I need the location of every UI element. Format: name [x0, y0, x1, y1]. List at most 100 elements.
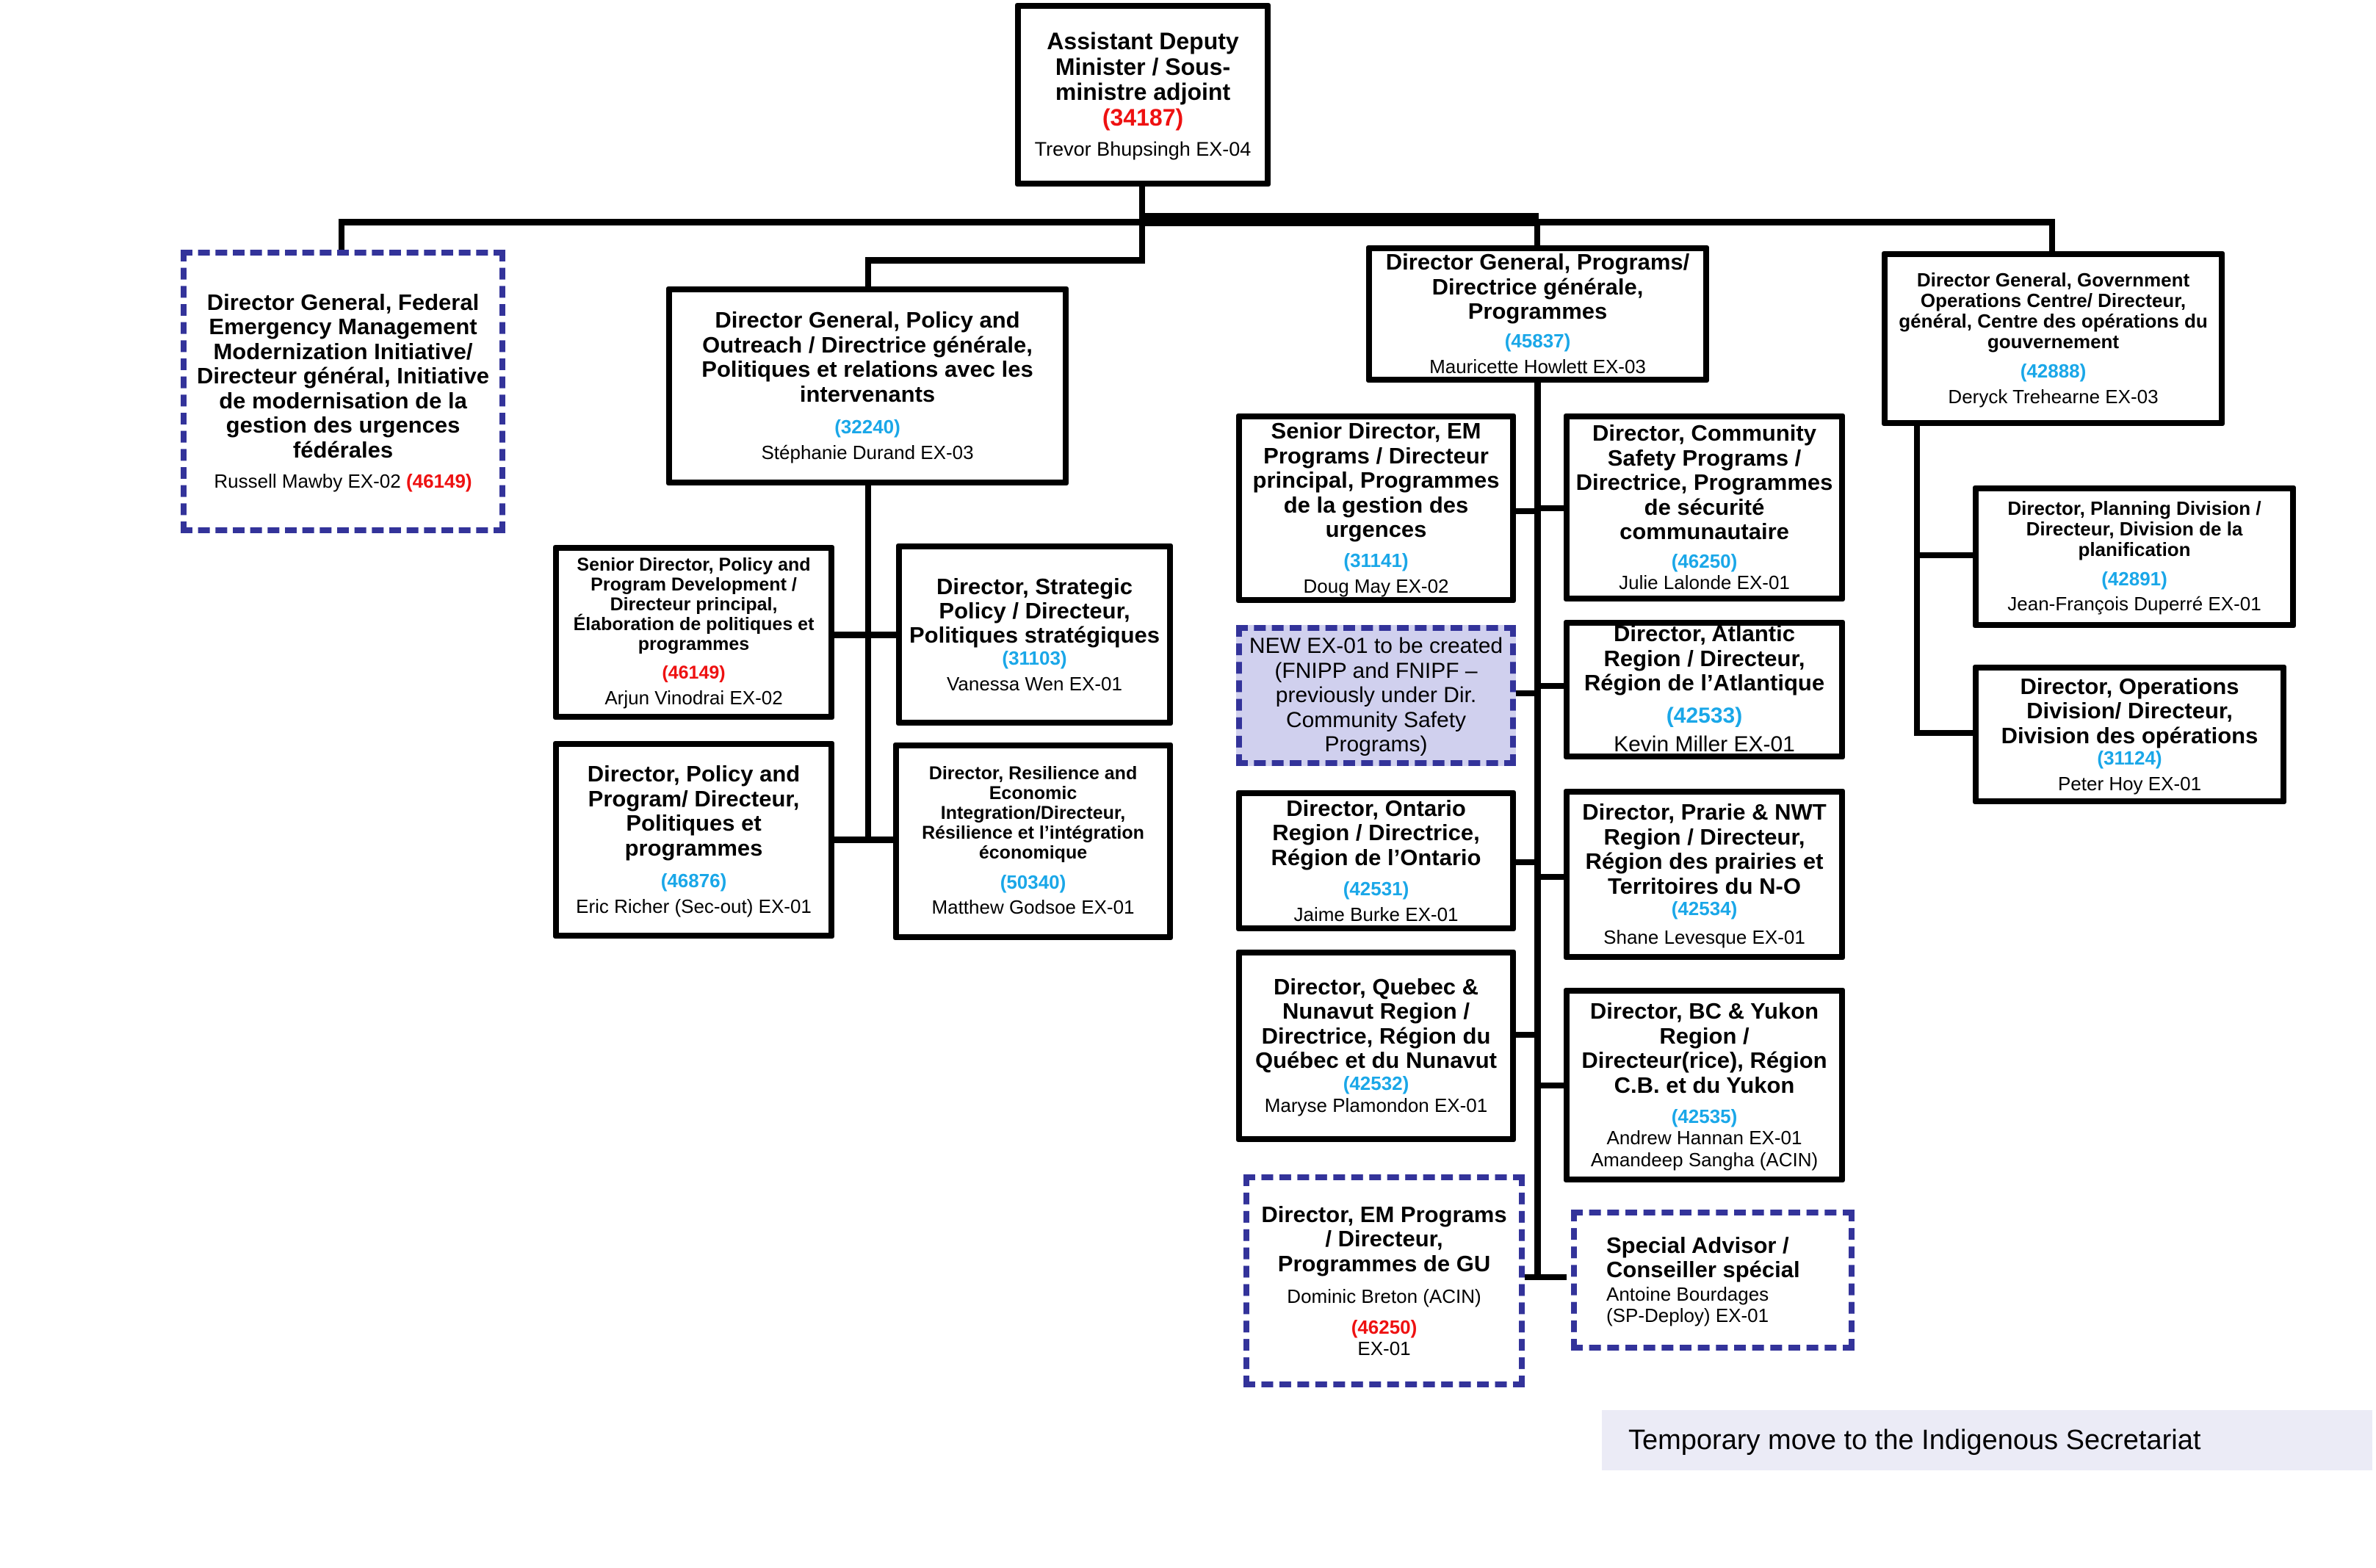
adm-name: Trevor Bhupsingh EX-04	[1034, 137, 1252, 160]
programs-child-name: Maryse Plamondon EX-01	[1264, 1094, 1488, 1117]
dg-policy-box[interactable]: Director General, Policy and Outreach / …	[666, 286, 1069, 485]
goc-child-position-code: (31124)	[2097, 746, 2162, 769]
goc-child-title: Director, Planning Division / Directeur,…	[2007, 496, 2261, 560]
policy-child-name: Vanessa Wen EX-01	[947, 672, 1122, 695]
programs-child-position-code: (42532)	[1343, 1072, 1409, 1094]
programs-child-box[interactable]: Director, BC & Yukon Region / Directeur(…	[1564, 988, 1845, 1182]
dg-goc-name: Deryck Trehearne EX-03	[1948, 385, 2159, 408]
programs-child-box[interactable]: Director, Ontario Region / Directrice, R…	[1236, 790, 1516, 931]
programs-child-name: Andrew Hannan EX-01	[1606, 1126, 1802, 1149]
policy-child-title: Senior Director, Policy and Program Deve…	[573, 554, 815, 654]
programs-child-title: Director, BC & Yukon Region / Directeur(…	[1581, 998, 1827, 1098]
connector-goc-drop	[2049, 219, 2055, 251]
policy-child-title: Director, Policy and Program/ Directeur,…	[587, 761, 801, 861]
programs-child-level: EX-01	[1357, 1337, 1411, 1359]
adm-position-code: (34187)	[1102, 104, 1184, 131]
programs-child-title: Director, Quebec & Nunavut Region / Dire…	[1255, 973, 1497, 1074]
connector-prog-l2	[1516, 690, 1538, 696]
policy-child-title: Director, Strategic Policy / Directeur, …	[909, 573, 1160, 648]
policy-child-name: Eric Richer (Sec-out) EX-01	[576, 895, 812, 917]
dg-policy-name: Stéphanie Durand EX-03	[761, 441, 974, 463]
policy-child-box[interactable]: Director, Resilience and Economic Integr…	[893, 743, 1173, 940]
new-position-text: NEW EX-01 to be created (FNIPP and FNIPF…	[1249, 634, 1503, 757]
dg-policy-title: Director General, Policy and Outreach / …	[701, 307, 1033, 407]
programs-child-name: Kevin Miller EX-01	[1614, 732, 1795, 757]
dg-femmi-name-line: Russell Mawby EX-02 (46149)	[214, 470, 472, 493]
special-advisor-name: Antoine Bourdages (SP-Deploy) EX-01	[1606, 1282, 1769, 1327]
programs-child-box[interactable]: Director, Quebec & Nunavut Region / Dire…	[1236, 950, 1516, 1142]
connector-prog-l3	[1516, 859, 1538, 865]
dg-femmi-box[interactable]: Director General, Federal Emergency Mana…	[181, 250, 505, 533]
dg-programs-position-code: (45837)	[1504, 330, 1571, 353]
goc-child-name: Jean-François Duperré EX-01	[2007, 593, 2261, 615]
connector-prog-r3	[1537, 874, 1564, 880]
programs-child-box[interactable]: Director, Community Safety Programs / Di…	[1564, 413, 1845, 601]
programs-child-box[interactable]: Senior Director, EM Programs / Directeur…	[1236, 413, 1516, 603]
connector-prog-r4	[1537, 1083, 1564, 1088]
connector-policy-spine	[865, 485, 871, 842]
dg-goc-position-code: (42888)	[2020, 359, 2087, 382]
programs-child-position-code: (31141)	[1343, 549, 1409, 572]
dg-femmi-position-code: (46149)	[405, 470, 472, 493]
policy-child-box[interactable]: Director, Strategic Policy / Directeur, …	[896, 543, 1173, 726]
dg-programs-title: Director General, Programs/ Directrice g…	[1385, 249, 1690, 324]
policy-child-title: Director, Resilience and Economic Integr…	[922, 762, 1144, 863]
legend-temporary-move: Temporary move to the Indigenous Secreta…	[1602, 1410, 2372, 1470]
programs-child-box[interactable]: Director, Prarie & NWT Region / Directeu…	[1564, 789, 1845, 960]
connector-goc-operations	[1914, 730, 1974, 736]
goc-child-title: Director, Operations Division/ Directeur…	[2001, 673, 2258, 748]
policy-child-position-code: (31103)	[1002, 646, 1067, 669]
connector-policy-row2	[834, 837, 893, 843]
connector-programs-drop	[1534, 219, 1540, 245]
programs-child-name: Julie Lalonde EX-01	[1619, 571, 1790, 594]
policy-child-position-code: (46876)	[660, 870, 727, 892]
dg-goc-box[interactable]: Director General, Government Operations …	[1882, 251, 2225, 426]
goc-child-name: Peter Hoy EX-01	[2057, 772, 2202, 795]
new-position-box[interactable]: NEW EX-01 to be created (FNIPP and FNIPF…	[1236, 625, 1516, 766]
special-advisor-box[interactable]: Special Advisor / Conseiller spécial Ant…	[1571, 1210, 1855, 1351]
programs-child-title: Director, EM Programs / Directeur, Progr…	[1261, 1201, 1507, 1276]
goc-child-box[interactable]: Director, Planning Division / Directeur,…	[1973, 485, 2296, 628]
dg-programs-name: Mauricette Howlett EX-03	[1429, 355, 1646, 378]
programs-child-box[interactable]: Director, Atlantic Region / Directeur, R…	[1564, 620, 1845, 759]
connector-femmi-drop	[339, 219, 344, 250]
programs-child-position-code: (42533)	[1666, 704, 1743, 729]
dg-goc-title: Director General, Government Operations …	[1899, 268, 2208, 353]
programs-child-position-code: (42531)	[1343, 877, 1409, 900]
connector-prog-l1	[1516, 508, 1538, 514]
goc-child-position-code: (42891)	[2101, 567, 2167, 590]
policy-child-position-code: (50340)	[1000, 870, 1066, 893]
connector-prog-r1	[1537, 505, 1564, 511]
connector-policy-bar	[865, 257, 1145, 264]
programs-child-box[interactable]: Director, EM Programs / Directeur, Progr…	[1243, 1174, 1525, 1387]
connector-goc-planning	[1914, 552, 1974, 558]
programs-child-name-2: Amandeep Sangha (ACIN)	[1590, 1148, 1819, 1171]
programs-child-position-code: (46250)	[1671, 550, 1738, 573]
connector-top-bar-thick	[1142, 213, 1539, 226]
policy-child-position-code: (46149)	[662, 662, 726, 683]
connector-policy-stem	[1139, 219, 1145, 263]
dg-femmi-name: Russell Mawby EX-02	[214, 470, 401, 493]
goc-child-box[interactable]: Director, Operations Division/ Directeur…	[1973, 665, 2286, 804]
connector-prog-r2	[1537, 683, 1564, 689]
connector-prog-r5	[1537, 1274, 1567, 1280]
connector-policy-row1	[834, 632, 896, 638]
programs-child-title: Senior Director, EM Programs / Directeur…	[1252, 418, 1500, 542]
dg-programs-box[interactable]: Director General, Programs/ Directrice g…	[1366, 245, 1709, 383]
legend-label: Temporary move to the Indigenous Secreta…	[1628, 1424, 2201, 1456]
programs-child-title: Director, Atlantic Region / Directeur, R…	[1584, 621, 1825, 696]
programs-child-name: Shane Levesque EX-01	[1603, 925, 1805, 948]
connector-programs-spine	[1534, 383, 1541, 1280]
adm-title: Assistant Deputy Minister / Sous-ministr…	[1047, 28, 1239, 106]
policy-child-box[interactable]: Senior Director, Policy and Program Deve…	[553, 545, 834, 720]
programs-child-name: Jaime Burke EX-01	[1293, 903, 1459, 925]
programs-child-title: Director, Prarie & NWT Region / Directeu…	[1582, 799, 1827, 899]
programs-child-name: Dominic Breton (ACIN)	[1287, 1285, 1481, 1308]
dg-policy-position-code: (32240)	[834, 416, 900, 438]
programs-child-position-code: (46250)	[1351, 1315, 1418, 1338]
policy-child-box[interactable]: Director, Policy and Program/ Directeur,…	[553, 741, 834, 939]
policy-child-name: Matthew Godsoe EX-01	[931, 896, 1135, 919]
programs-child-title: Director, Community Safety Programs / Di…	[1575, 420, 1833, 544]
adm-box[interactable]: Assistant Deputy Minister / Sous-ministr…	[1015, 3, 1271, 187]
programs-child-title: Director, Ontario Region / Directrice, R…	[1271, 795, 1481, 870]
